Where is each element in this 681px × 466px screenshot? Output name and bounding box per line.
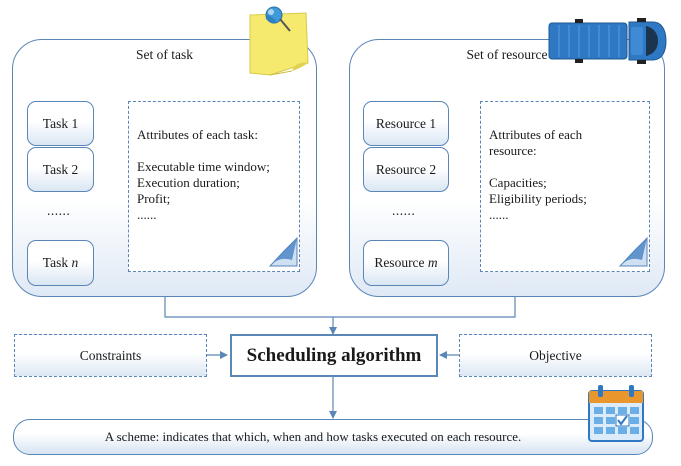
resource-attr-line-1: Attributes of each: [489, 127, 583, 142]
task-attr-line-1: Attributes of each task:: [137, 127, 258, 142]
scheduling-algorithm-box: Scheduling algorithm: [230, 334, 438, 377]
task-attr-line-4: Execution duration;: [137, 175, 240, 190]
resource-item-m-prefix: Resource: [374, 255, 428, 270]
document-icon: [268, 236, 298, 267]
resource-item-m-var: m: [427, 255, 438, 270]
objective-box: Objective: [459, 334, 652, 377]
resource-item-2: Resource 2: [363, 147, 449, 192]
resource-ellipsis: ......: [392, 203, 416, 218]
resource-attributes-box: Attributes of each resource: Capacities;…: [480, 101, 650, 272]
resource-set-title: Set of resource: [466, 47, 548, 62]
resource-attr-line-6: ......: [489, 207, 509, 222]
task-item-n: Task n: [27, 240, 94, 286]
resource-item-1: Resource 1: [363, 101, 449, 146]
task-item-n-prefix: Task: [42, 255, 72, 270]
task-item-2: Task 2: [27, 147, 94, 192]
task-attr-line-2: [137, 143, 291, 159]
resource-attr-line-4: Capacities;: [489, 175, 547, 190]
task-item-1: Task 1: [27, 101, 94, 146]
scheme-output-box: A scheme: indicates that which, when and…: [13, 419, 653, 455]
task-attributes-box: Attributes of each task: Executable time…: [128, 101, 300, 272]
calendar-icon: [588, 385, 644, 442]
truck-icon: [548, 18, 667, 64]
task-attr-line-6: ......: [137, 207, 157, 222]
scheme-text: A scheme: indicates that which, when and…: [104, 429, 522, 444]
document-icon: [618, 236, 648, 267]
constraints-box: Constraints: [14, 334, 207, 377]
sticky-note-pin-icon: [249, 6, 309, 76]
task-attr-line-5: Profit;: [137, 191, 171, 206]
task-item-n-var: n: [71, 255, 79, 270]
task-attr-line-3: Executable time window;: [137, 159, 270, 174]
resource-attr-line-3: [489, 159, 641, 175]
task-set-title: Set of task: [136, 47, 193, 62]
resource-attr-line-5: Eligibility periods;: [489, 191, 587, 206]
resource-attr-line-2: resource:: [489, 143, 537, 158]
task-ellipsis: ......: [47, 203, 71, 218]
resource-item-m: Resource m: [363, 240, 449, 286]
